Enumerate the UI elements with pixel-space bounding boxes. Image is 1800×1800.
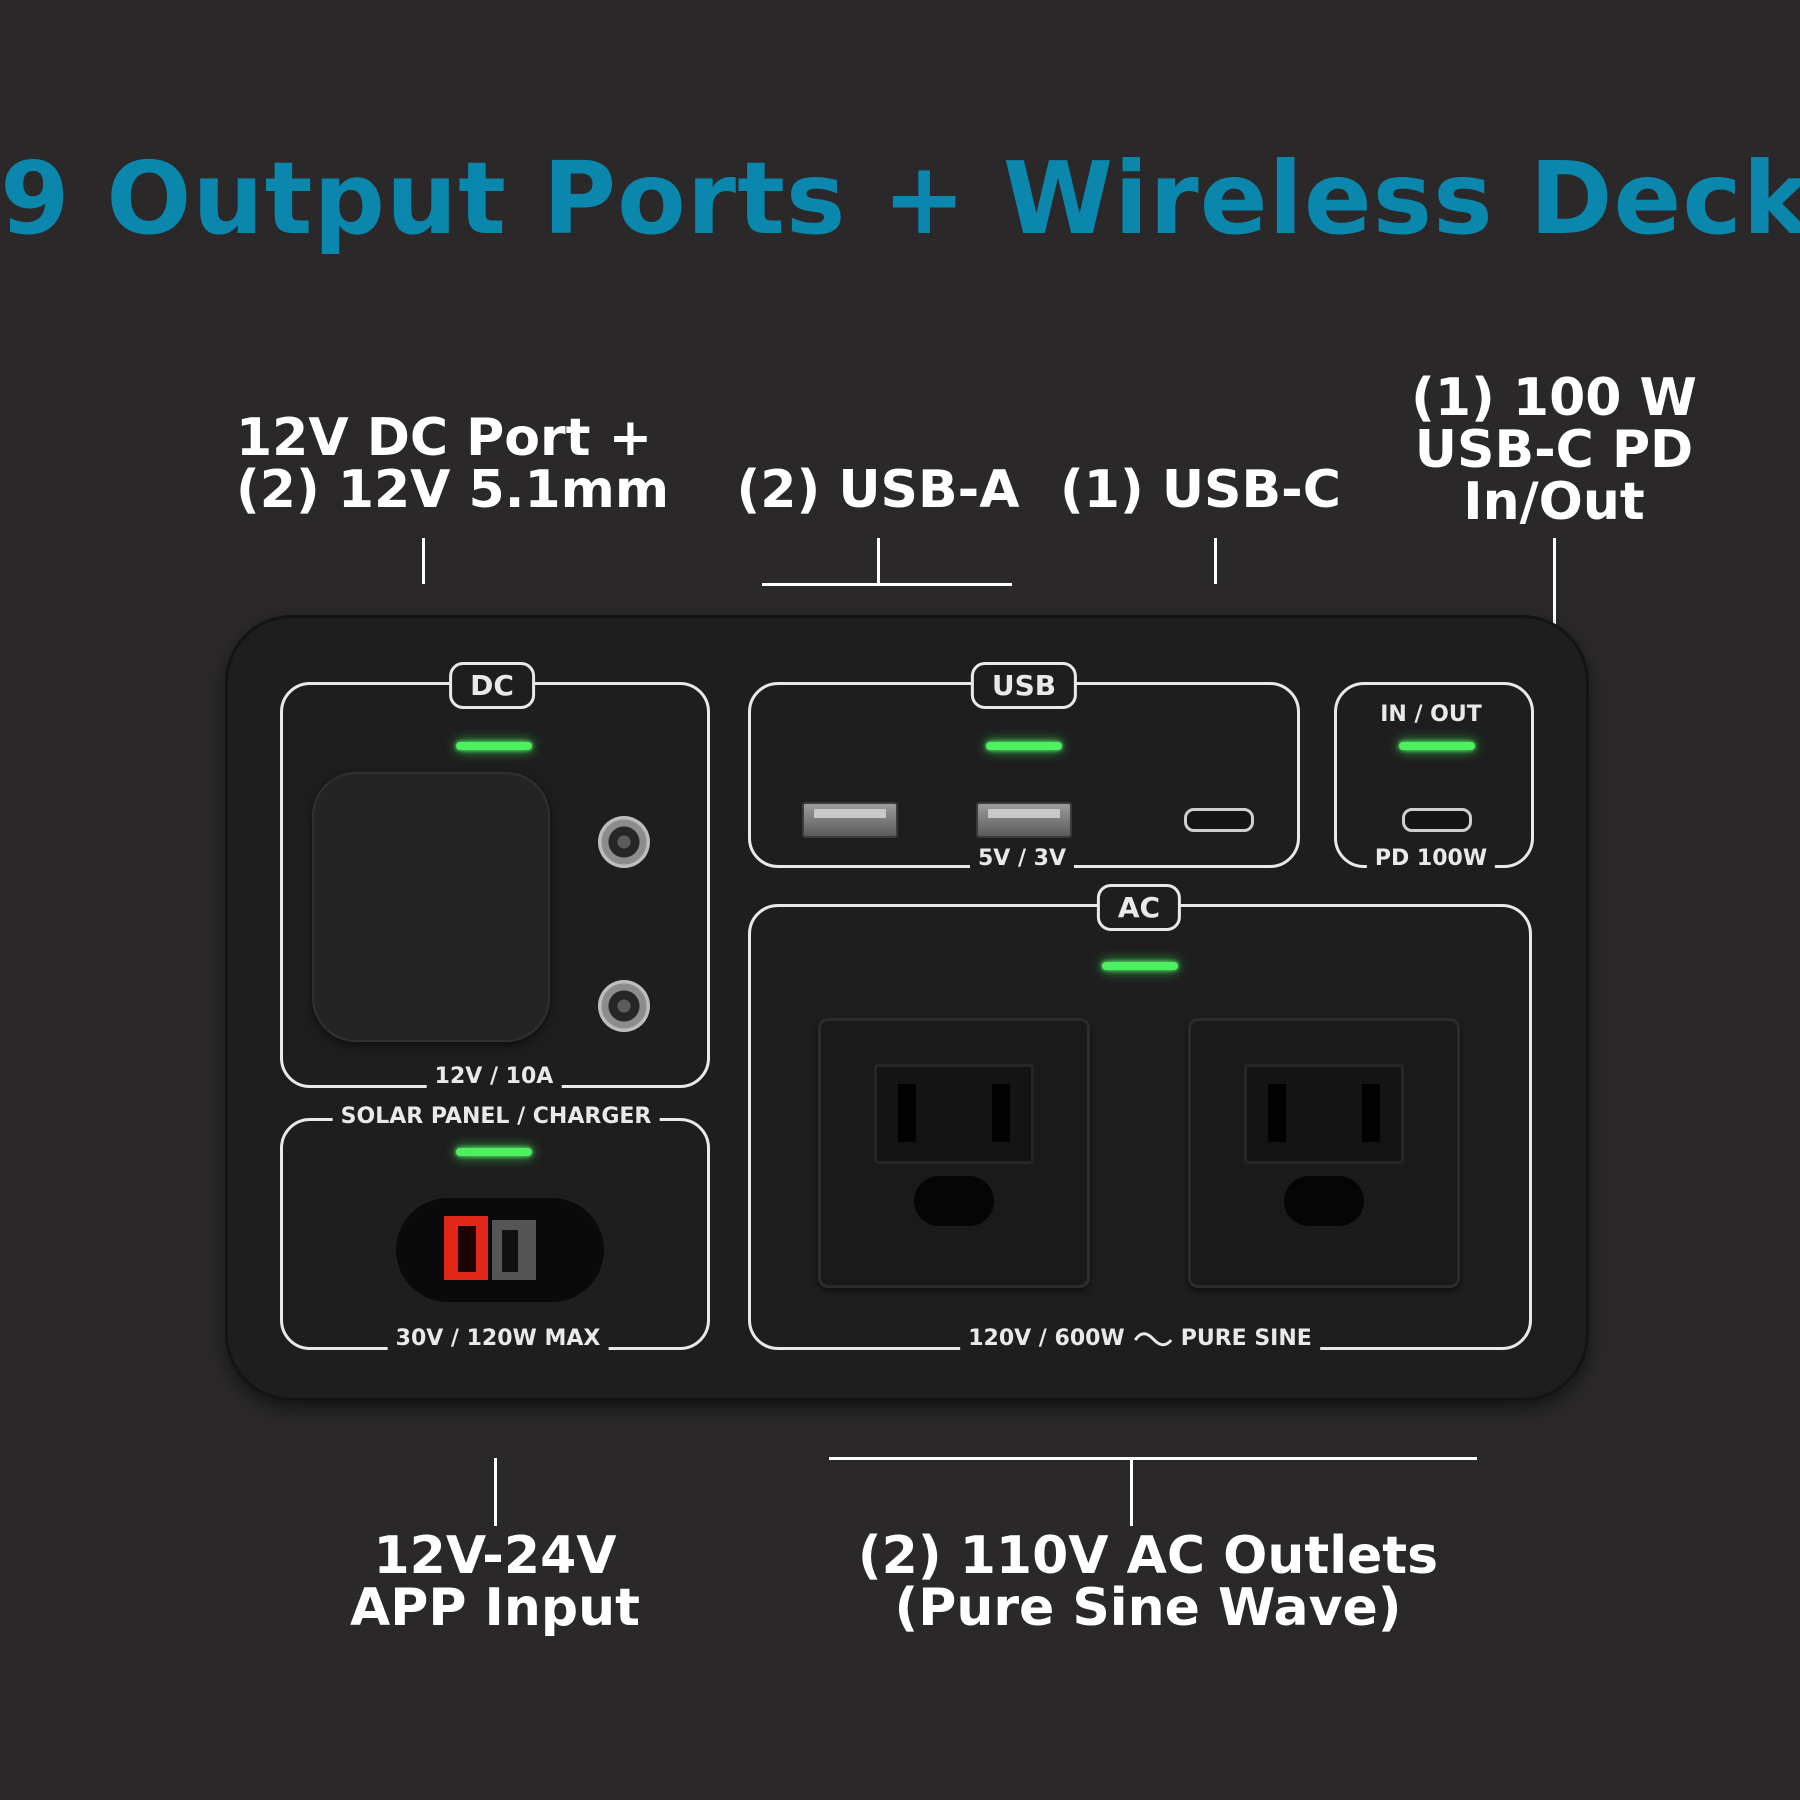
ac-outlet-2-face bbox=[1244, 1064, 1404, 1164]
callout-app-input-line1: 12V-24V bbox=[373, 1526, 617, 1586]
ac-section-label: AC bbox=[1096, 884, 1182, 931]
callout-dc-line2: (2) 12V 5.1mm bbox=[236, 460, 670, 520]
ac-outlet-2-slot-left bbox=[1268, 1084, 1286, 1142]
callout-app-input-line2: APP Input bbox=[349, 1578, 641, 1638]
usb-a-port-1[interactable] bbox=[802, 802, 898, 838]
sine-wave-icon bbox=[1133, 1331, 1172, 1346]
usb-a-port-2[interactable] bbox=[976, 802, 1072, 838]
ac-outlet-1-ground bbox=[914, 1176, 994, 1226]
in-out-section-label: IN / OUT bbox=[1380, 702, 1482, 727]
dc-rating-label: 12V / 10A bbox=[426, 1064, 562, 1089]
callout-ac-outlets-line1: (2) 110V AC Outlets bbox=[857, 1526, 1439, 1586]
anderson-connector-icon bbox=[444, 1216, 536, 1280]
usb-rating-label: 5V / 3V bbox=[969, 846, 1075, 871]
leader-line-usb-c bbox=[1214, 538, 1217, 584]
page-title: 9 Output Ports + Wireless Deck bbox=[0, 140, 1800, 257]
ac-rating-group: 120V / 600W PURE SINE bbox=[960, 1326, 1320, 1351]
ac-pure-sine-label: PURE SINE bbox=[1180, 1326, 1312, 1351]
callout-dc: 12V DC Port + (2) 12V 5.1mm bbox=[236, 408, 670, 520]
ac-status-led bbox=[1102, 962, 1178, 970]
power-station-front-panel: DC 12V / 10A SOLAR PANEL / CHARGER 30V /… bbox=[228, 618, 1586, 1398]
solar-status-led bbox=[456, 1148, 532, 1156]
leader-line-dc bbox=[422, 538, 425, 584]
callout-usb-c-pd: (1) 100 W USB-C PD In/Out bbox=[1404, 372, 1704, 528]
dc-port-cover[interactable] bbox=[312, 772, 550, 1042]
ac-rating-label: 120V / 600W bbox=[968, 1326, 1125, 1351]
dc-section-label: DC bbox=[449, 662, 535, 709]
solar-section-label: SOLAR PANEL / CHARGER bbox=[332, 1104, 660, 1129]
callout-usb-c-line1: (1) USB-C bbox=[1060, 460, 1341, 520]
leader-line-app-input bbox=[494, 1458, 497, 1526]
callout-usb-a-line1: (2) USB-A bbox=[736, 460, 1020, 520]
callout-usb-c: (1) USB-C bbox=[1060, 460, 1341, 520]
dc-5-1mm-port-top[interactable] bbox=[598, 816, 650, 868]
usb-c-pd-port[interactable] bbox=[1402, 808, 1472, 832]
callout-usb-a: (2) USB-A bbox=[728, 464, 1028, 516]
ac-outlet-2[interactable] bbox=[1188, 1018, 1460, 1288]
dc-5-1mm-port-bottom[interactable] bbox=[598, 980, 650, 1032]
ac-outlet-1-face bbox=[874, 1064, 1034, 1164]
leader-line-usb-a-vertical bbox=[877, 538, 880, 584]
usb-section-frame bbox=[748, 682, 1300, 868]
callout-app-input: 12V-24V APP Input bbox=[330, 1530, 660, 1634]
callout-usb-c-pd-line2: USB-C PD bbox=[1414, 420, 1694, 480]
ac-outlet-2-ground bbox=[1284, 1176, 1364, 1226]
in-out-rating-label: PD 100W bbox=[1366, 846, 1496, 871]
leader-line-usb-a-bracket bbox=[762, 583, 1012, 586]
callout-usb-c-pd-line3: In/Out bbox=[1463, 472, 1645, 532]
callout-ac-outlets: (2) 110V AC Outlets (Pure Sine Wave) bbox=[848, 1530, 1448, 1634]
dc-status-led bbox=[456, 742, 532, 750]
callout-dc-line1: 12V DC Port + bbox=[236, 408, 653, 468]
usb-section-label: USB bbox=[970, 662, 1078, 709]
ac-outlet-2-slot-right bbox=[1362, 1084, 1380, 1142]
usb-status-led bbox=[986, 742, 1062, 750]
app-input-port[interactable] bbox=[396, 1198, 604, 1302]
solar-rating-label: 30V / 120W MAX bbox=[387, 1326, 609, 1351]
leader-line-ac-vertical bbox=[1130, 1458, 1133, 1526]
ac-outlet-1-slot-left bbox=[898, 1084, 916, 1142]
leader-line-ac-bracket bbox=[829, 1457, 1477, 1460]
ac-outlet-1-slot-right bbox=[992, 1084, 1010, 1142]
callout-usb-c-pd-line1: (1) 100 W bbox=[1411, 368, 1697, 428]
usb-c-port[interactable] bbox=[1184, 808, 1254, 832]
callout-ac-outlets-line2: (Pure Sine Wave) bbox=[894, 1578, 1402, 1638]
ac-outlet-1[interactable] bbox=[818, 1018, 1090, 1288]
in-out-status-led bbox=[1399, 742, 1475, 750]
